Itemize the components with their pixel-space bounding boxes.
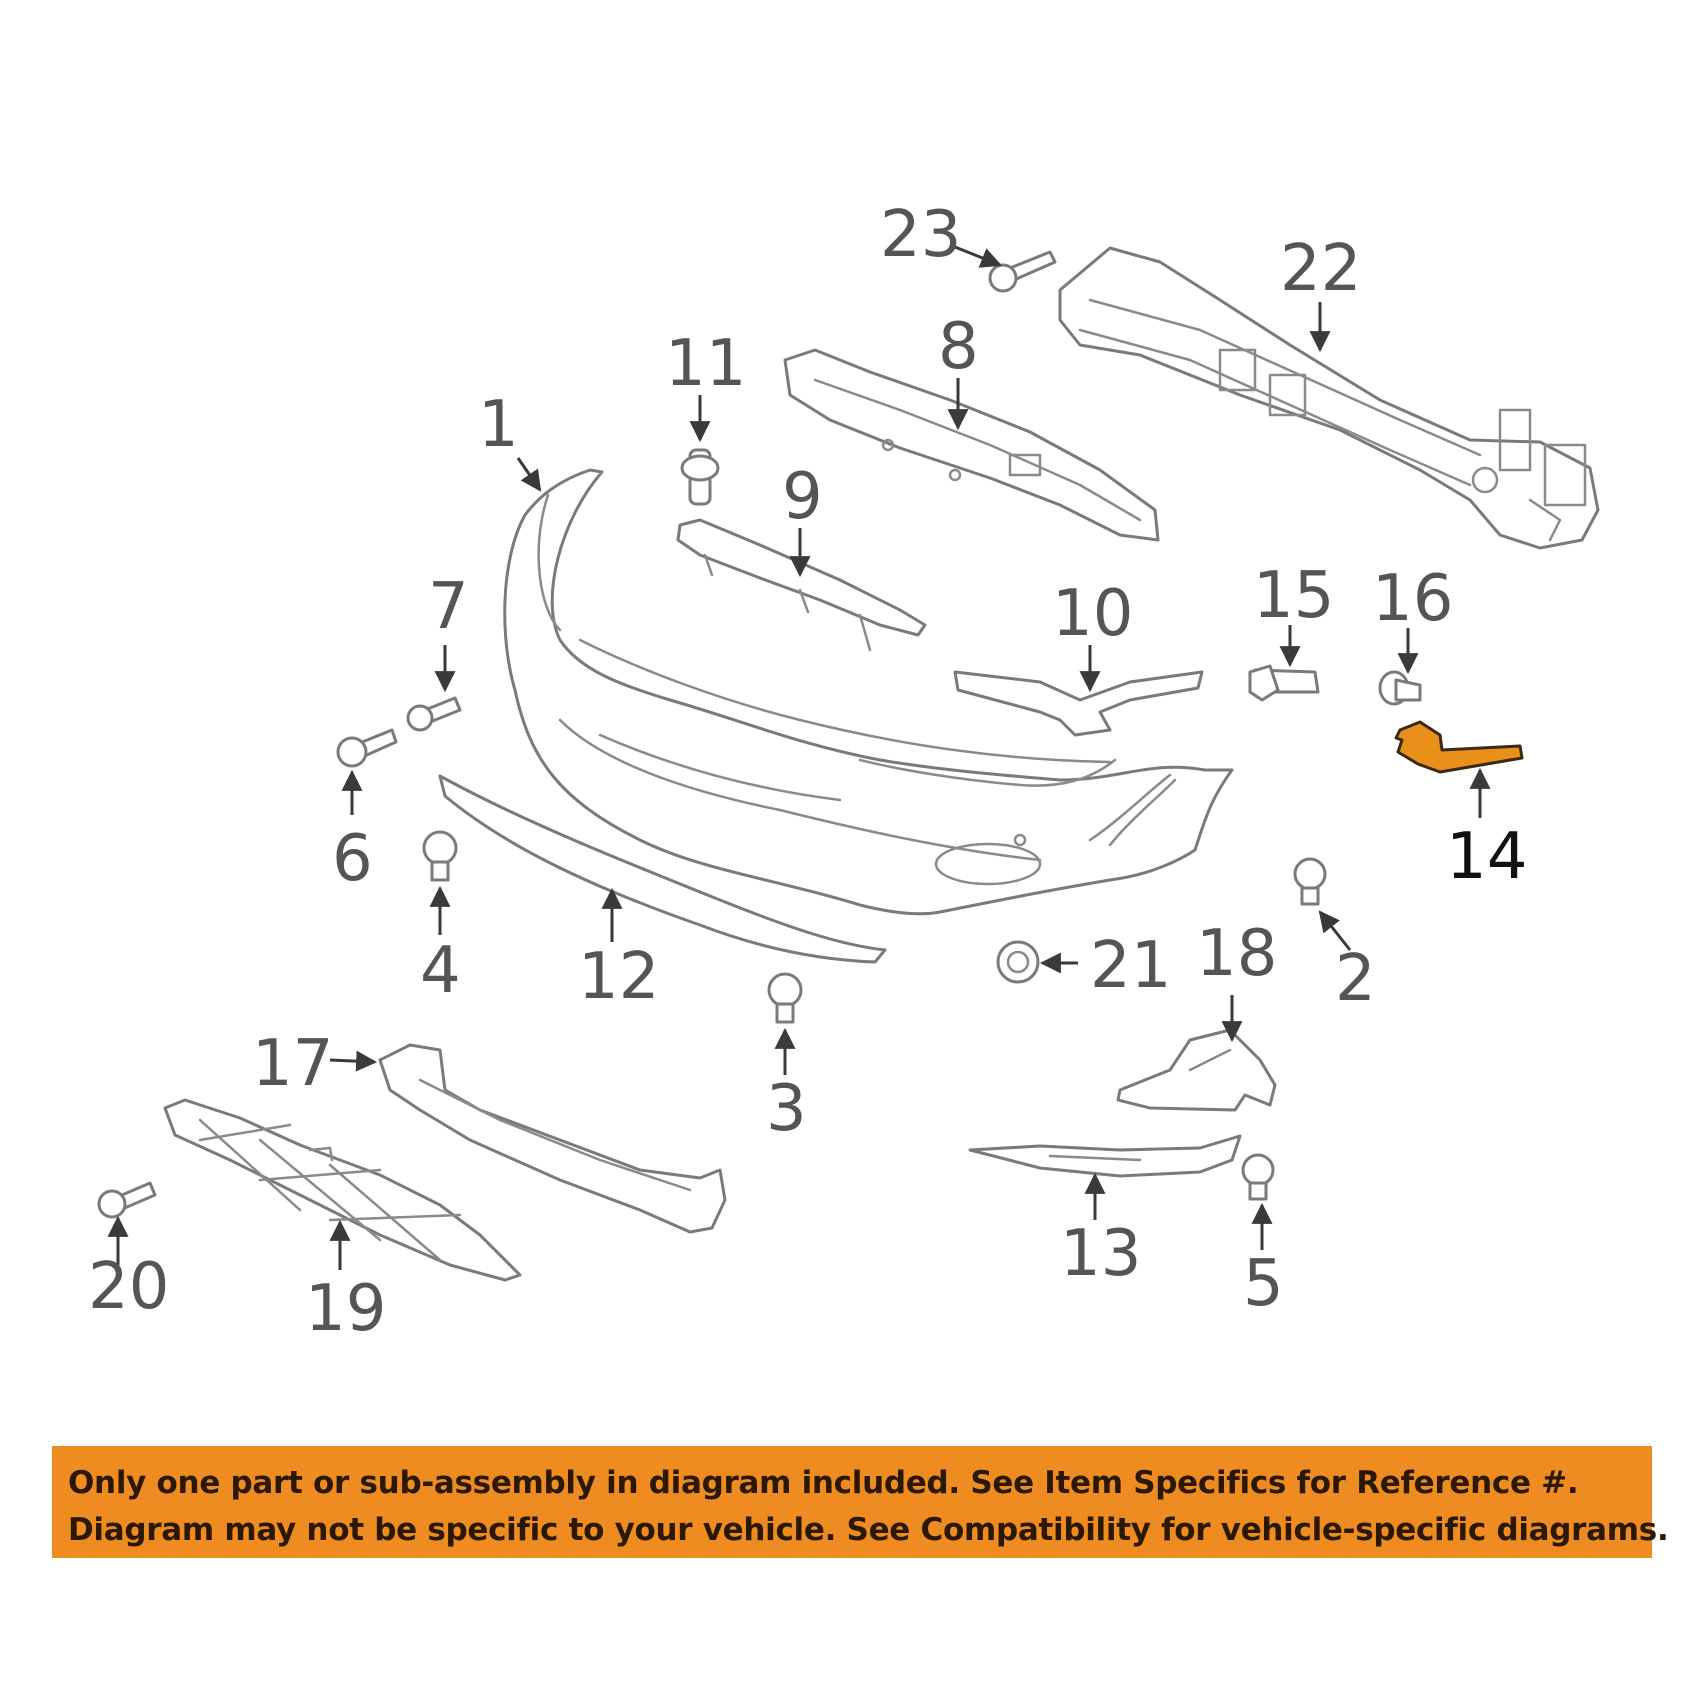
leader-17 bbox=[329, 1050, 378, 1072]
leader-lines bbox=[107, 243, 1491, 1270]
part-23-bolt bbox=[988, 250, 1057, 293]
callout-15: 15 bbox=[1253, 559, 1334, 633]
callout-12: 12 bbox=[578, 940, 659, 1014]
callout-7: 7 bbox=[428, 570, 469, 644]
part-22-reinforcement-beam bbox=[1058, 246, 1600, 550]
callout-3: 3 bbox=[766, 1072, 807, 1146]
part-17-deflector bbox=[378, 1043, 727, 1234]
callout-18: 18 bbox=[1196, 917, 1277, 991]
callout-23: 23 bbox=[880, 198, 961, 272]
callout-8: 8 bbox=[938, 310, 979, 384]
part-11-bolt bbox=[680, 448, 720, 506]
callout-14: 14 bbox=[1446, 820, 1527, 894]
part-8-energy-absorber bbox=[783, 348, 1160, 542]
part-10-bracket bbox=[953, 670, 1204, 737]
part-13-lower-trim bbox=[968, 1134, 1242, 1178]
part-16-clip bbox=[1378, 670, 1422, 706]
callout-16: 16 bbox=[1372, 562, 1453, 636]
callout-6: 6 bbox=[332, 822, 373, 896]
disclaimer-line-2: Diagram may not be specific to your vehi… bbox=[68, 1512, 1669, 1548]
part-6-bolt bbox=[336, 728, 398, 768]
part-4-clip bbox=[422, 830, 458, 882]
part-15-nut bbox=[1248, 664, 1320, 702]
callout-5: 5 bbox=[1243, 1247, 1284, 1321]
leader-23 bbox=[949, 243, 1002, 268]
part-2-clip bbox=[1293, 857, 1327, 906]
callout-17: 17 bbox=[252, 1027, 333, 1101]
part-7-bolt bbox=[406, 696, 462, 732]
callout-20: 20 bbox=[88, 1250, 169, 1324]
disclaimer-line-1: Only one part or sub-assembly in diagram… bbox=[68, 1465, 1579, 1501]
callout-9: 9 bbox=[782, 460, 823, 534]
callout-19: 19 bbox=[305, 1272, 386, 1346]
callout-1: 1 bbox=[478, 388, 519, 462]
part-5-clip bbox=[1241, 1153, 1275, 1201]
disclaimer-banner: Only one part or sub-assembly in diagram… bbox=[52, 1446, 1669, 1558]
part-12-molding bbox=[438, 774, 887, 964]
part-21-grommet bbox=[996, 940, 1040, 984]
part-3-clip bbox=[767, 972, 803, 1024]
callout-22: 22 bbox=[1280, 232, 1361, 306]
callout-13: 13 bbox=[1060, 1217, 1141, 1291]
leader-2 bbox=[1318, 910, 1352, 951]
callout-2: 2 bbox=[1335, 942, 1376, 1016]
part-20-bolt bbox=[97, 1181, 157, 1219]
callout-4: 4 bbox=[420, 934, 461, 1008]
part-19-skid-plate bbox=[163, 1098, 522, 1282]
callout-10: 10 bbox=[1052, 577, 1133, 651]
part-9-retainer bbox=[676, 518, 927, 652]
part-14-bracket-highlighted bbox=[1394, 720, 1524, 774]
callout-11: 11 bbox=[665, 327, 746, 401]
callout-labels: 1 2 3 4 5 6 7 8 9 10 11 12 13 14 15 16 1… bbox=[88, 198, 1527, 1346]
leader-1 bbox=[516, 457, 542, 492]
part-1-bumper-cover bbox=[503, 468, 1234, 916]
part-18-bracket bbox=[1116, 1028, 1277, 1112]
callout-21: 21 bbox=[1090, 929, 1171, 1003]
